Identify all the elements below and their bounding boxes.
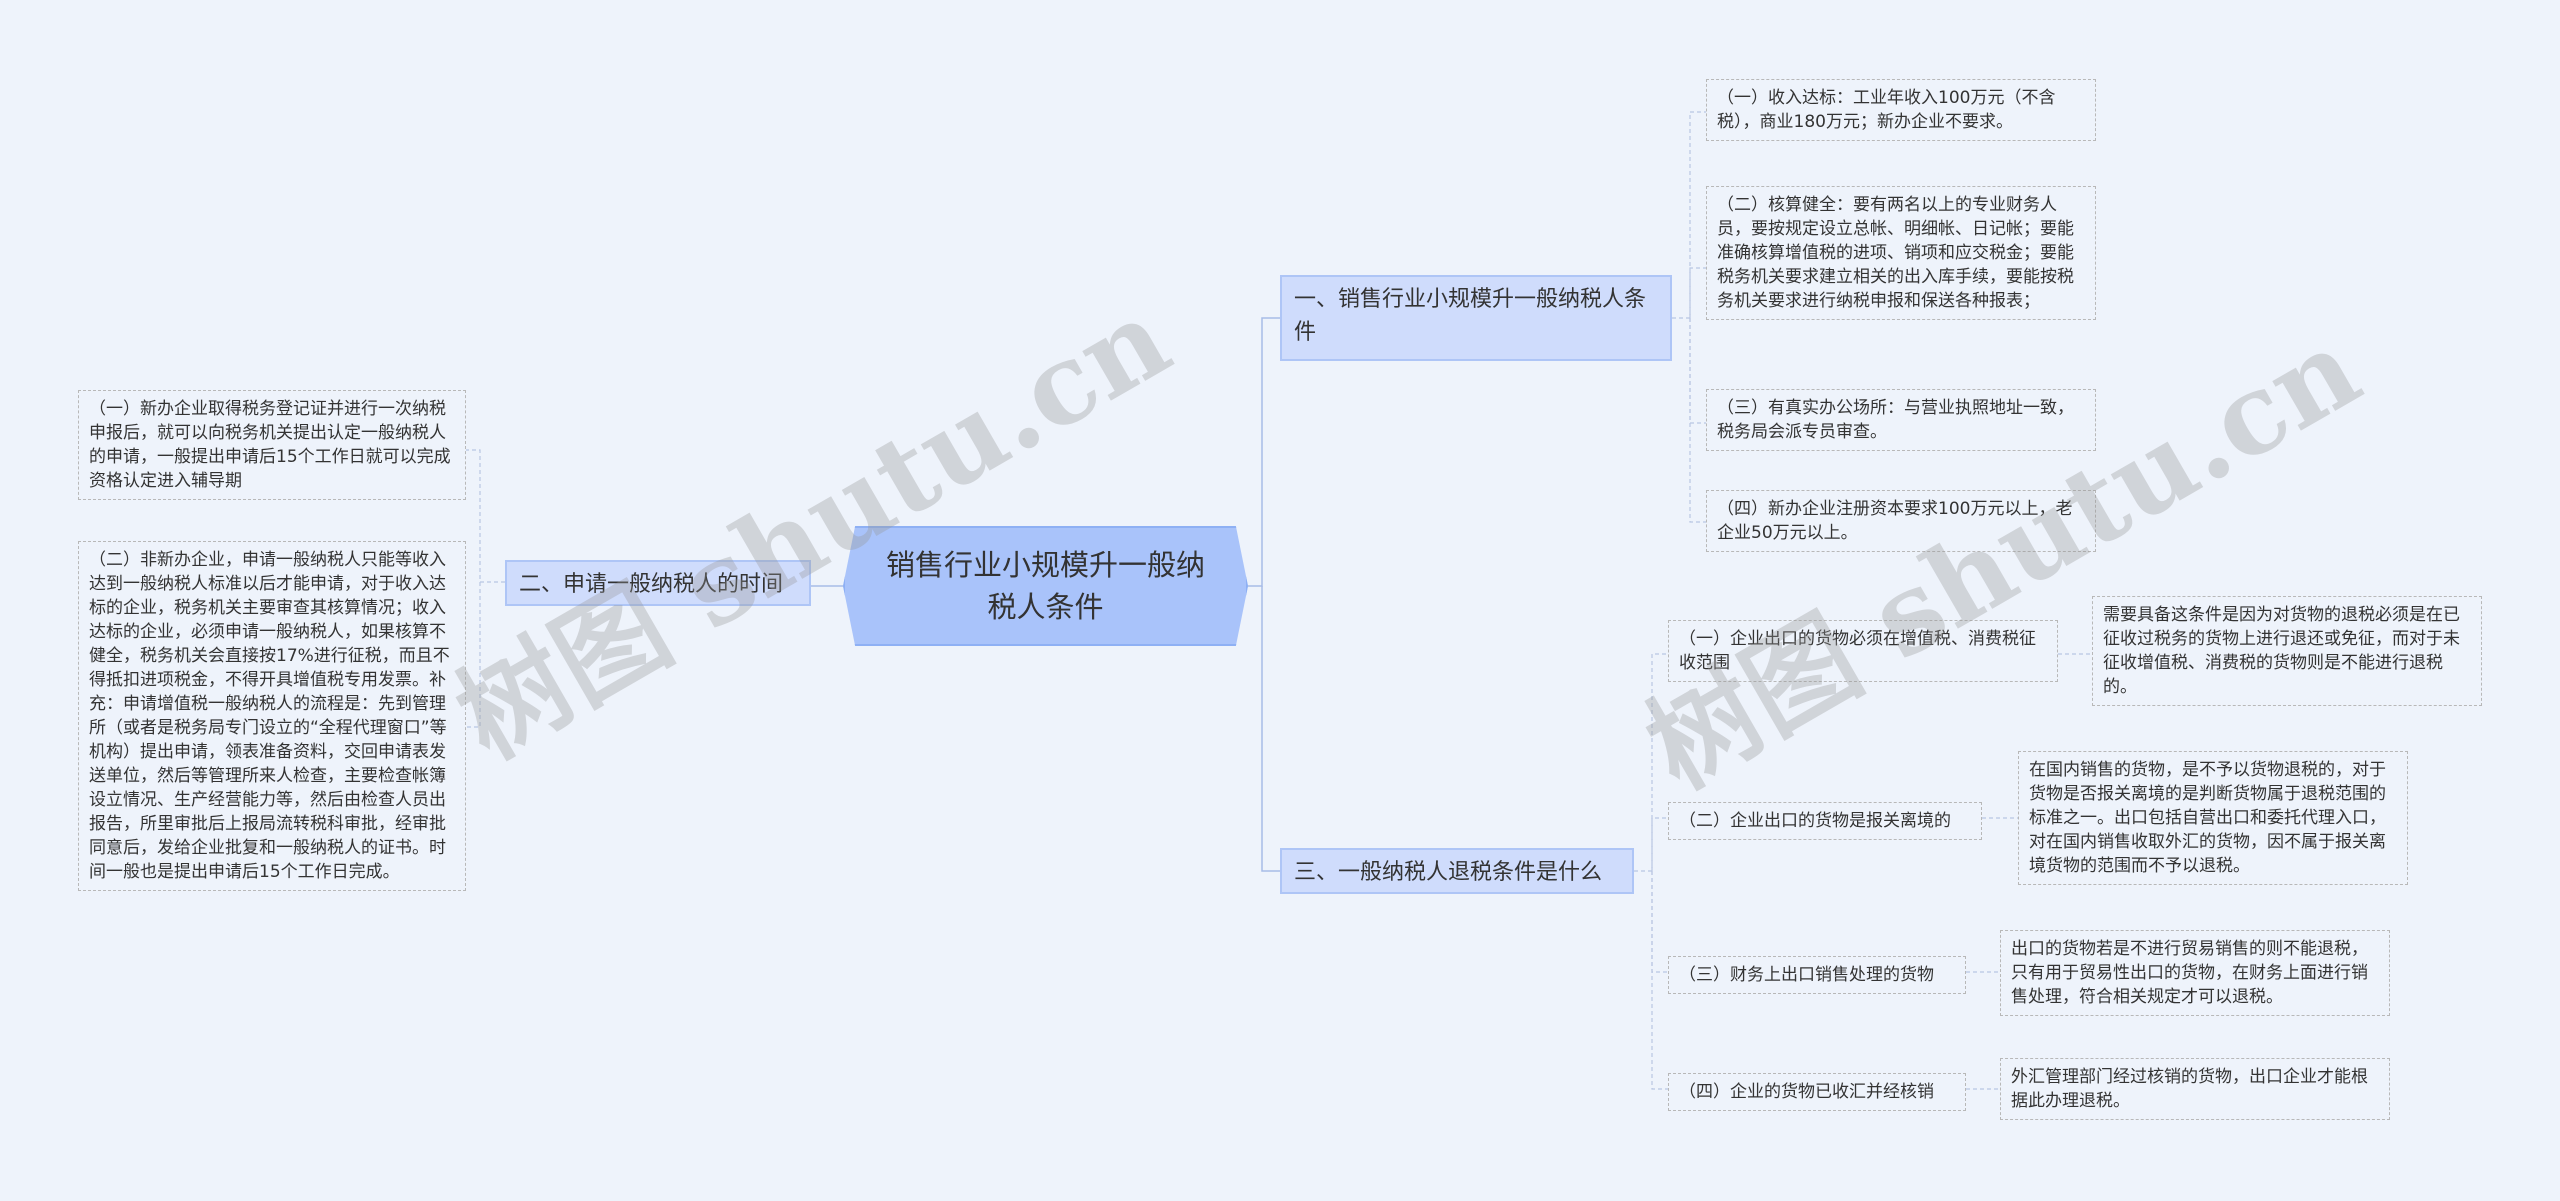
b1-item-3[interactable]: （三）有真实办公场所：与营业执照地址一致，税务局会派专员审查。 xyxy=(1706,389,2096,451)
b3-item-1-text: （一）企业出口的货物必须在增值税、消费税征收范围 xyxy=(1679,629,2036,673)
b3-item-4-detail-text: 外汇管理部门经过核销的货物，出口企业才能根据此办理退税。 xyxy=(2011,1067,2368,1111)
b3-item-1-detail-text: 需要具备这条件是因为对货物的退税必须是在已征收过税务的货物上进行退还或免征，而对… xyxy=(2103,605,2460,697)
link-b2-2 xyxy=(466,582,481,728)
b1-item-3-text: （三）有真实办公场所：与营业执照地址一致，税务局会派专员审查。 xyxy=(1717,398,2074,442)
link-b3-1 xyxy=(1634,653,1668,872)
branch-b3[interactable]: 三、一般纳税人退税条件是什么 xyxy=(1280,848,1634,894)
b1-item-1-text: （一）收入达标：工业年收入100万元（不含税），商业180万元；新办企业不要求。 xyxy=(1717,88,2056,132)
link-b3-3 xyxy=(1651,871,1668,973)
link-b3-4 xyxy=(1651,871,1668,1090)
link-b1-1 xyxy=(1672,111,1706,319)
b3-item-2[interactable]: （二）企业出口的货物是报关离境的 xyxy=(1668,802,1982,840)
b3-item-2-detail[interactable]: 在国内销售的货物，是不予以货物退税的，对于货物是否报关离境的是判断货物属于退税范… xyxy=(2018,751,2408,885)
b1-item-4[interactable]: （四）新办企业注册资本要求100万元以上，老企业50万元以上。 xyxy=(1706,490,2096,552)
b2-item-2[interactable]: （二）非新办企业，申请一般纳税人只能等收入达到一般纳税人标准以后才能申请，对于收… xyxy=(78,541,466,891)
b1-item-2-text: （二）核算健全：要有两名以上的专业财务人员，要按规定设立总帐、明细帐、日记帐；要… xyxy=(1717,195,2074,311)
b3-item-4-text: （四）企业的货物已收汇并经核销 xyxy=(1679,1082,1934,1102)
branch-b1-label: 一、销售行业小规模升一般纳税人条件 xyxy=(1294,287,1647,345)
root-topic-label: 销售行业小规模升一般纳税人条件 xyxy=(885,548,1205,624)
b1-item-4-text: （四）新办企业注册资本要求100万元以上，老企业50万元以上。 xyxy=(1717,499,2073,543)
link-b2-1 xyxy=(466,449,505,583)
b2-item-2-text: （二）非新办企业，申请一般纳税人只能等收入达到一般纳税人标准以后才能申请，对于收… xyxy=(89,550,450,882)
link-b1-2 xyxy=(1689,267,1706,318)
b3-item-3[interactable]: （三）财务上出口销售处理的货物 xyxy=(1668,956,1966,994)
b2-item-1[interactable]: （一）新办企业取得税务登记证并进行一次纳税申报后，就可以向税务机关提出认定一般纳… xyxy=(78,390,466,500)
b3-item-2-detail-text: 在国内销售的货物，是不予以货物退税的，对于货物是否报关离境的是判断货物属于退税范… xyxy=(2029,760,2386,876)
link-b1-4 xyxy=(1689,318,1706,523)
b3-item-2-text: （二）企业出口的货物是报关离境的 xyxy=(1679,811,1951,831)
b1-item-1[interactable]: （一）收入达标：工业年收入100万元（不含税），商业180万元；新办企业不要求。 xyxy=(1706,79,2096,141)
branch-b1[interactable]: 一、销售行业小规模升一般纳税人条件 xyxy=(1280,275,1672,361)
link-b1-3 xyxy=(1689,318,1706,424)
b2-item-1-text: （一）新办企业取得税务登记证并进行一次纳税申报后，就可以向税务机关提出认定一般纳… xyxy=(89,399,451,491)
b3-item-3-detail-text: 出口的货物若是不进行贸易销售的则不能退税，只有用于贸易性出口的货物，在财务上面进… xyxy=(2011,939,2368,1007)
b3-item-4[interactable]: （四）企业的货物已收汇并经核销 xyxy=(1668,1073,1966,1111)
b3-item-1[interactable]: （一）企业出口的货物必须在增值税、消费税征收范围 xyxy=(1668,620,2058,682)
b1-item-2[interactable]: （二）核算健全：要有两名以上的专业财务人员，要按规定设立总帐、明细帐、日记帐；要… xyxy=(1706,186,2096,320)
b3-item-1-detail[interactable]: 需要具备这条件是因为对货物的退税必须是在已征收过税务的货物上进行退还或免征，而对… xyxy=(2092,596,2482,706)
branch-b3-label: 三、一般纳税人退税条件是什么 xyxy=(1294,860,1603,885)
b3-item-4-detail[interactable]: 外汇管理部门经过核销的货物，出口企业才能根据此办理退税。 xyxy=(2000,1058,2390,1120)
branch-b2[interactable]: 二、申请一般纳税人的时间 xyxy=(505,560,811,606)
root-topic[interactable]: 销售行业小规模升一般纳税人条件 xyxy=(843,526,1248,646)
b3-item-3-text: （三）财务上出口销售处理的货物 xyxy=(1679,965,1934,985)
b3-item-3-detail[interactable]: 出口的货物若是不进行贸易销售的则不能退税，只有用于贸易性出口的货物，在财务上面进… xyxy=(2000,930,2390,1016)
link-root-b3 xyxy=(1261,586,1280,872)
link-root-b1 xyxy=(1248,317,1280,587)
branch-b2-label: 二、申请一般纳税人的时间 xyxy=(519,572,784,597)
link-b3-2 xyxy=(1651,817,1668,871)
